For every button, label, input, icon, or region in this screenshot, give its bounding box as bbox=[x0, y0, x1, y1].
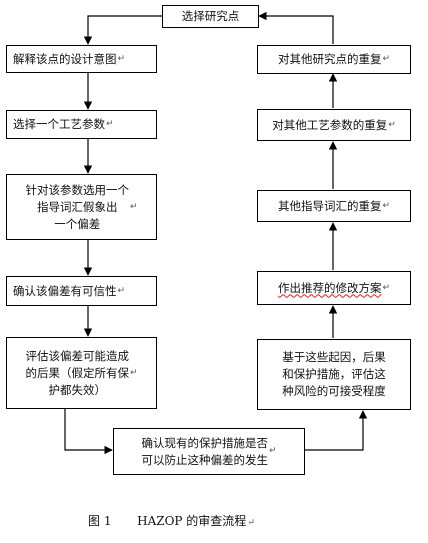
node-choose-guideword-label: 针对该参数选用一个 指导词汇假象出 一个偏差 bbox=[25, 182, 129, 231]
node-assess-risk-label: 基于这些起因，后果 和保护措施，评估这 种风险的可接受程度 bbox=[282, 350, 386, 398]
node-evaluate-consequence: 评估该偏差可能造成 的后果（假定所有保 护都失效）↵ bbox=[6, 337, 157, 409]
node-assess-risk: 基于这些起因，后果 和保护措施，评估这 种风险的可接受程度 bbox=[257, 339, 411, 410]
node-explain-intent-label: 解释该点的设计意图 bbox=[13, 51, 117, 66]
node-confirm-credibility: 确认该偏差有可信性↵ bbox=[6, 276, 157, 306]
node-repeat-guidewords-label: 其他指导词汇的重复 bbox=[277, 198, 382, 213]
node-repeat-guidewords: 其他指导词汇的重复↵ bbox=[257, 190, 411, 222]
arrow-evaluate-to-protection bbox=[64, 409, 113, 455]
paragraph-mark: ↵ bbox=[382, 200, 391, 211]
node-repeat-nodes-label: 对其他研究点的重复 bbox=[277, 52, 382, 66]
paragraph-mark: ↵ bbox=[129, 201, 138, 212]
node-select-parameter-label: 选择一个工艺参数 bbox=[13, 117, 105, 131]
node-confirm-credibility-label: 确认该偏差有可信性 bbox=[13, 283, 117, 298]
figure-title: HAZOP 的审查流程 bbox=[137, 514, 247, 528]
arrow-select-to-explain bbox=[83, 15, 162, 45]
arrow-protection-to-risk bbox=[305, 410, 368, 451]
paragraph-mark: ↵ bbox=[247, 518, 255, 528]
arrow-nodes-to-select bbox=[258, 11, 334, 44]
figure-label: 图 1 bbox=[88, 514, 112, 528]
node-repeat-parameters: 对其他工艺参数的重复↵ bbox=[257, 109, 411, 141]
paragraph-mark: ↵ bbox=[117, 53, 126, 64]
node-select-study-point-label: 选择研究点 bbox=[181, 9, 240, 23]
node-make-recommendation-label: 作出推荐的修改方案 bbox=[277, 280, 382, 295]
paragraph-mark: ↵ bbox=[382, 54, 391, 64]
node-repeat-parameters-label: 对其他工艺参数的重复 bbox=[272, 117, 388, 132]
node-select-study-point: 选择研究点 bbox=[162, 5, 259, 28]
paragraph-mark: ↵ bbox=[129, 367, 138, 378]
node-confirm-protection-label: 确认现有的保护措施是否 可以防止这种偏差的发生 bbox=[141, 435, 268, 467]
paragraph-mark: ↵ bbox=[117, 285, 126, 296]
paragraph-mark: ↵ bbox=[268, 446, 277, 456]
node-choose-guideword: 针对该参数选用一个 指导词汇假象出 一个偏差↵ bbox=[6, 174, 157, 240]
node-repeat-nodes: 对其他研究点的重复↵ bbox=[257, 45, 411, 74]
paragraph-mark: ↵ bbox=[106, 119, 114, 129]
node-evaluate-consequence-label: 评估该偏差可能造成 的后果（假定所有保 护都失效） bbox=[25, 348, 129, 397]
node-explain-intent: 解释该点的设计意图↵ bbox=[6, 45, 157, 73]
paragraph-mark: ↵ bbox=[388, 119, 396, 130]
node-confirm-protection: 确认现有的保护措施是否 可以防止这种偏差的发生↵ bbox=[113, 428, 305, 475]
node-select-parameter: 选择一个工艺参数↵ bbox=[6, 110, 157, 139]
paragraph-mark: ↵ bbox=[382, 282, 391, 293]
figure-caption: 图 1 HAZOP 的审查流程↵ bbox=[88, 512, 255, 529]
node-make-recommendation: 作出推荐的修改方案↵ bbox=[257, 271, 411, 305]
